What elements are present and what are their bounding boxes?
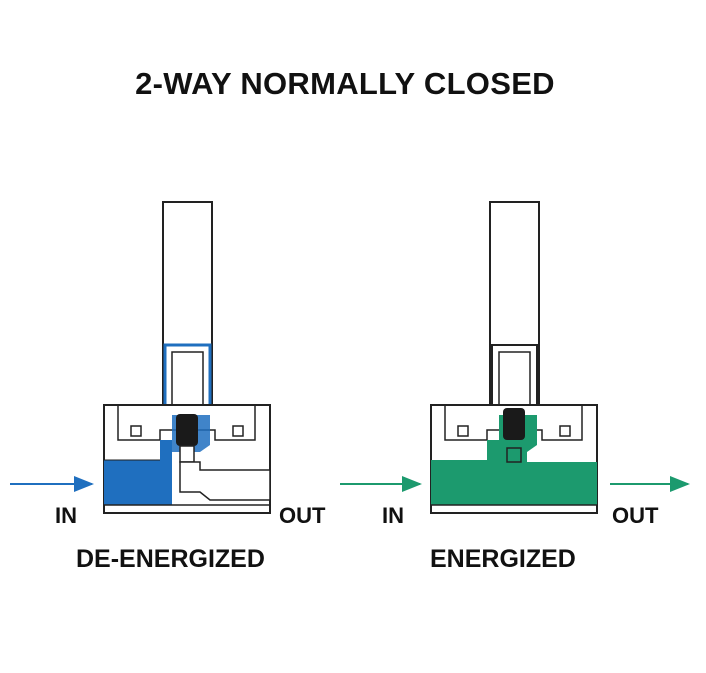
plunger <box>176 414 198 446</box>
plunger <box>503 408 525 440</box>
out-label: OUT <box>279 503 326 528</box>
state-label: ENERGIZED <box>430 545 576 573</box>
out-label: OUT <box>612 503 659 528</box>
inlet-fluid <box>104 452 172 505</box>
state-label: DE-ENERGIZED <box>76 545 265 573</box>
valve-deenergized: IN OUT DE-ENERGIZED <box>10 201 326 573</box>
valve-energized: IN OUT ENERGIZED <box>340 201 690 573</box>
diagram-title: 2-WAY NORMALLY CLOSED <box>135 66 555 101</box>
outlet-passage <box>179 461 271 501</box>
in-label: IN <box>382 503 404 528</box>
in-label: IN <box>55 503 77 528</box>
